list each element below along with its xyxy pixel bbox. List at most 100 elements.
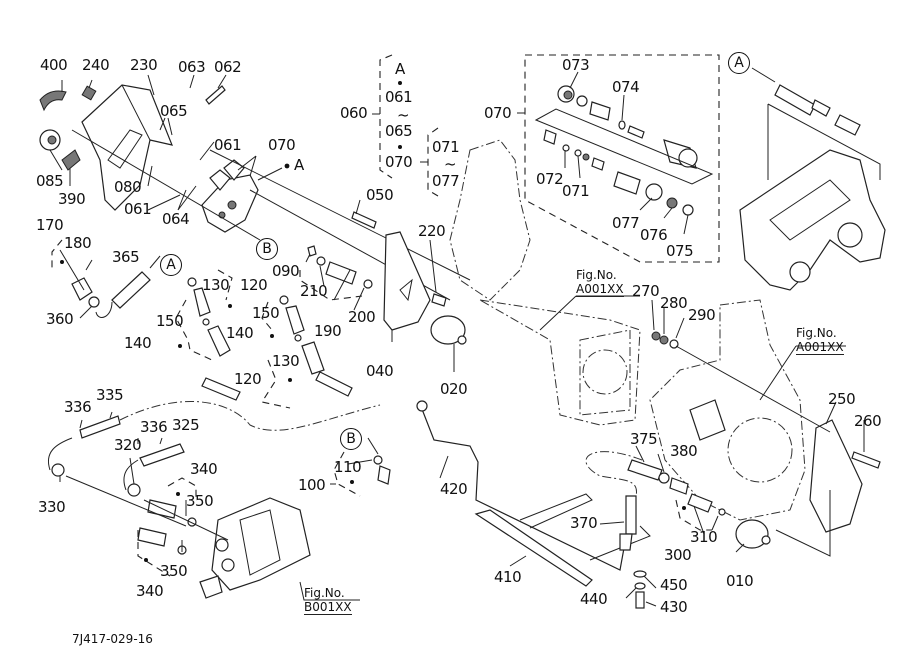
callout-085: 085 xyxy=(36,172,64,190)
control-valve-main xyxy=(199,497,311,599)
ref-marker-A-left: A xyxy=(160,254,182,276)
callout-010: 010 xyxy=(726,572,754,590)
callout-365: 365 xyxy=(112,248,140,266)
callout-072: 072 xyxy=(536,170,564,188)
callout-200: 200 xyxy=(348,308,376,326)
assembly-060-item-6: 070 xyxy=(385,153,413,171)
callout-070-upper: 070 xyxy=(268,136,296,154)
callout-325: 325 xyxy=(172,416,200,434)
callout-290: 290 xyxy=(688,306,716,324)
callout-310: 310 xyxy=(690,528,718,546)
callout-250: 250 xyxy=(828,390,856,408)
callout-130-left: 130 xyxy=(202,276,230,294)
right-frame xyxy=(649,299,806,521)
callout-336-right: 336 xyxy=(140,418,168,436)
callout-280: 280 xyxy=(660,294,688,312)
callout-336-left: 336 xyxy=(64,398,92,416)
stay-410 xyxy=(474,493,651,587)
hoses-320-335 xyxy=(48,401,381,497)
callout-065: 065 xyxy=(160,102,188,120)
figure-ref-line1: Fig.No. xyxy=(304,586,345,600)
bolt-430 xyxy=(633,570,647,609)
callout-400: 400 xyxy=(40,56,68,74)
callout-300: 300 xyxy=(664,546,692,564)
callout-090: 090 xyxy=(272,262,300,280)
bolt-240 xyxy=(81,85,97,101)
figure-ref-line1: Fig.No. xyxy=(796,326,837,340)
callout-077: 077 xyxy=(612,214,640,232)
callout-180: 180 xyxy=(64,234,92,252)
callout-260: 260 xyxy=(854,412,882,430)
ref-marker-B-upper: B xyxy=(256,238,278,260)
callout-120-upper: 120 xyxy=(240,276,268,294)
callout-190: 190 xyxy=(314,322,342,340)
hose-370 xyxy=(585,451,643,551)
callout-061-lower: 061 xyxy=(124,200,152,218)
nuts-270-290 xyxy=(651,331,679,349)
callout-350-upper: 350 xyxy=(186,492,214,510)
figure-ref-line1: Fig.No. xyxy=(576,268,617,282)
callout-350-lower: 350 xyxy=(160,562,188,580)
ref-marker-A-right: A xyxy=(728,52,750,74)
rear-housing xyxy=(739,67,886,291)
figure-ref-a001xx-center: Fig.No. A001XX xyxy=(576,268,624,297)
callout-210: 210 xyxy=(300,282,328,300)
callout-073: 073 xyxy=(562,56,590,74)
assembly-060-item-0: A xyxy=(395,60,405,78)
callout-340-lower: 340 xyxy=(136,582,164,600)
figure-ref-a001xx-right: Fig.No. A001XX xyxy=(796,326,844,355)
callout-070-box: 070 xyxy=(484,104,512,122)
callout-060: 060 xyxy=(340,104,368,122)
callout-120-lower: 120 xyxy=(234,370,262,388)
plate-250 xyxy=(809,419,881,533)
figure-ref-line2: B001XX xyxy=(304,600,352,615)
valve-parts-070 xyxy=(534,85,714,216)
callout-340-upper: 340 xyxy=(190,460,218,478)
callout-430: 430 xyxy=(660,598,688,616)
callout-076: 076 xyxy=(640,226,668,244)
callout-140-right: 140 xyxy=(226,324,254,342)
assembly-060-item-3: ~ xyxy=(397,106,410,124)
fitting-375-380 xyxy=(627,459,689,495)
hose-365 xyxy=(71,271,151,318)
callout-130-right: 130 xyxy=(272,352,300,370)
callout-370: 370 xyxy=(570,514,598,532)
callout-380: 380 xyxy=(670,442,698,460)
callout-410: 410 xyxy=(494,568,522,586)
assembly-070-item-0: 071 xyxy=(432,138,460,156)
assembly-070-item-2: 077 xyxy=(432,172,460,190)
callout-320: 320 xyxy=(114,436,142,454)
bracket-040 xyxy=(383,231,431,331)
callout-150-right: 150 xyxy=(252,304,280,322)
callout-230: 230 xyxy=(130,56,158,74)
callout-063: 063 xyxy=(178,58,206,76)
pin-062 xyxy=(205,85,226,105)
drawing-number: 7J417-029-16 xyxy=(72,632,153,646)
callout-330: 330 xyxy=(38,498,66,516)
fittings-120-150 xyxy=(187,277,353,401)
fitting-220 xyxy=(431,293,447,307)
accumulator-020 xyxy=(430,315,467,345)
callout-140-left: 140 xyxy=(124,334,152,352)
assembly-060-item-2: 061 xyxy=(385,88,413,106)
callout-062: 062 xyxy=(214,58,242,76)
callout-074: 074 xyxy=(612,78,640,96)
callout-360: 360 xyxy=(46,310,74,328)
callout-440: 440 xyxy=(580,590,608,608)
callout-420: 420 xyxy=(440,480,468,498)
accumulator-010 xyxy=(735,519,771,549)
ref-marker-B-lower: B xyxy=(340,428,362,450)
callout-375: 375 xyxy=(630,430,658,448)
callout-050: 050 xyxy=(366,186,394,204)
cover-bracket-230 xyxy=(81,84,173,211)
fitting-100 xyxy=(373,455,391,485)
assembly-070-item-1: ~ xyxy=(444,155,457,173)
callout-075: 075 xyxy=(666,242,694,260)
pipe-420 xyxy=(416,400,625,571)
callout-450: 450 xyxy=(660,576,688,594)
control-valve-block xyxy=(201,159,259,233)
callout-150-left: 150 xyxy=(156,312,184,330)
callout-100: 100 xyxy=(298,476,326,494)
callout-080: 080 xyxy=(114,178,142,196)
